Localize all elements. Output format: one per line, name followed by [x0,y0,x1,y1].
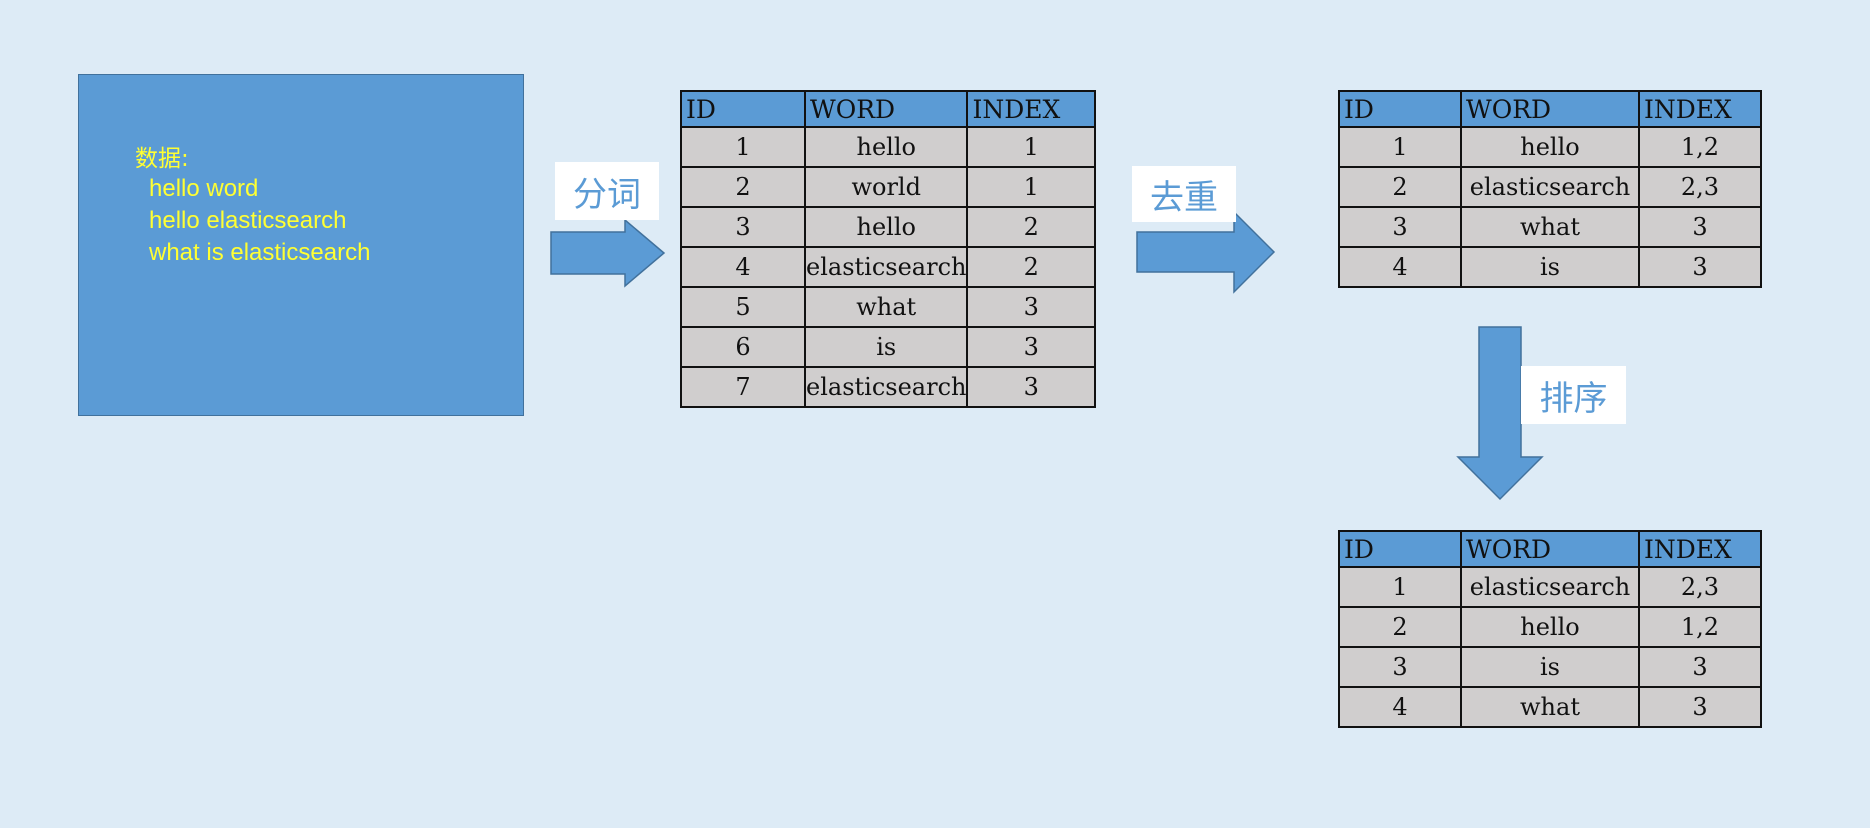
id-cell: 2 [1338,606,1462,648]
id-cell: 5 [680,286,806,328]
id-cell: 2 [1338,166,1462,208]
index-cell: 2 [966,246,1096,288]
column-header-word: WORD [1460,530,1640,568]
id-cell: 4 [1338,686,1462,728]
data-line: what is elasticsearch [149,239,371,266]
index-cell: 1 [966,126,1096,168]
index-cell: 2 [966,206,1096,248]
column-header-id: ID [1338,90,1462,128]
table-header-row: ID WORD INDEX [1338,90,1762,128]
id-cell: 6 [680,326,806,368]
right-arrow-split [550,218,666,288]
id-cell: 3 [1338,206,1462,248]
index-cell: 2,3 [1638,566,1762,608]
word-cell: world [803,166,969,208]
id-cell: 7 [680,366,806,408]
data-box-lines: hello word hello elasticsearch what is e… [149,173,370,269]
word-cell: what [1460,206,1640,248]
id-cell: 4 [1338,246,1462,288]
id-cell: 4 [680,246,806,288]
word-cell: what [1460,686,1640,728]
index-cell: 3 [966,366,1096,408]
step-label-dedup: 去重 [1132,166,1236,222]
word-cell: elasticsearch [1460,166,1640,208]
index-cell: 2,3 [1638,166,1762,208]
word-cell: hello [1460,606,1640,648]
word-cell: elasticsearch [803,366,969,408]
data-line: hello word [149,175,259,202]
step-label-split: 分词 [555,162,659,220]
source-data-box: 数据: hello word hello elasticsearch what … [78,74,524,416]
table-header-row: ID WORD INDEX [680,90,1096,128]
word-cell: is [803,326,969,368]
id-cell: 3 [680,206,806,248]
column-header-id: ID [1338,530,1462,568]
id-cell: 2 [680,166,806,208]
id-cell: 1 [1338,566,1462,608]
column-header-index: INDEX [966,90,1096,128]
index-cell: 3 [1638,686,1762,728]
index-cell: 3 [1638,246,1762,288]
index-cell: 1,2 [1638,126,1762,168]
index-cell: 1 [966,166,1096,208]
index-cell: 3 [966,326,1096,368]
word-cell: elasticsearch [803,246,969,288]
index-cell: 3 [966,286,1096,328]
word-cell: hello [803,126,969,168]
step-label-sort: 排序 [1521,366,1626,424]
column-header-word: WORD [1460,90,1640,128]
column-header-word: WORD [803,90,969,128]
index-cell: 3 [1638,646,1762,688]
column-header-index: INDEX [1638,530,1762,568]
id-cell: 3 [1338,646,1462,688]
index-cell: 3 [1638,206,1762,248]
column-header-index: INDEX [1638,90,1762,128]
word-cell: elasticsearch [1460,566,1640,608]
id-cell: 1 [1338,126,1462,168]
right-arrow-dedup [1136,210,1276,294]
data-line: hello elasticsearch [149,207,347,234]
data-box-title: 数据: [135,146,189,172]
word-cell: hello [1460,126,1640,168]
table-header-row: ID WORD INDEX [1338,530,1762,568]
word-cell: hello [803,206,969,248]
word-cell: what [803,286,969,328]
word-cell: is [1460,246,1640,288]
word-cell: is [1460,646,1640,688]
index-cell: 1,2 [1638,606,1762,648]
id-cell: 1 [680,126,806,168]
column-header-id: ID [680,90,806,128]
